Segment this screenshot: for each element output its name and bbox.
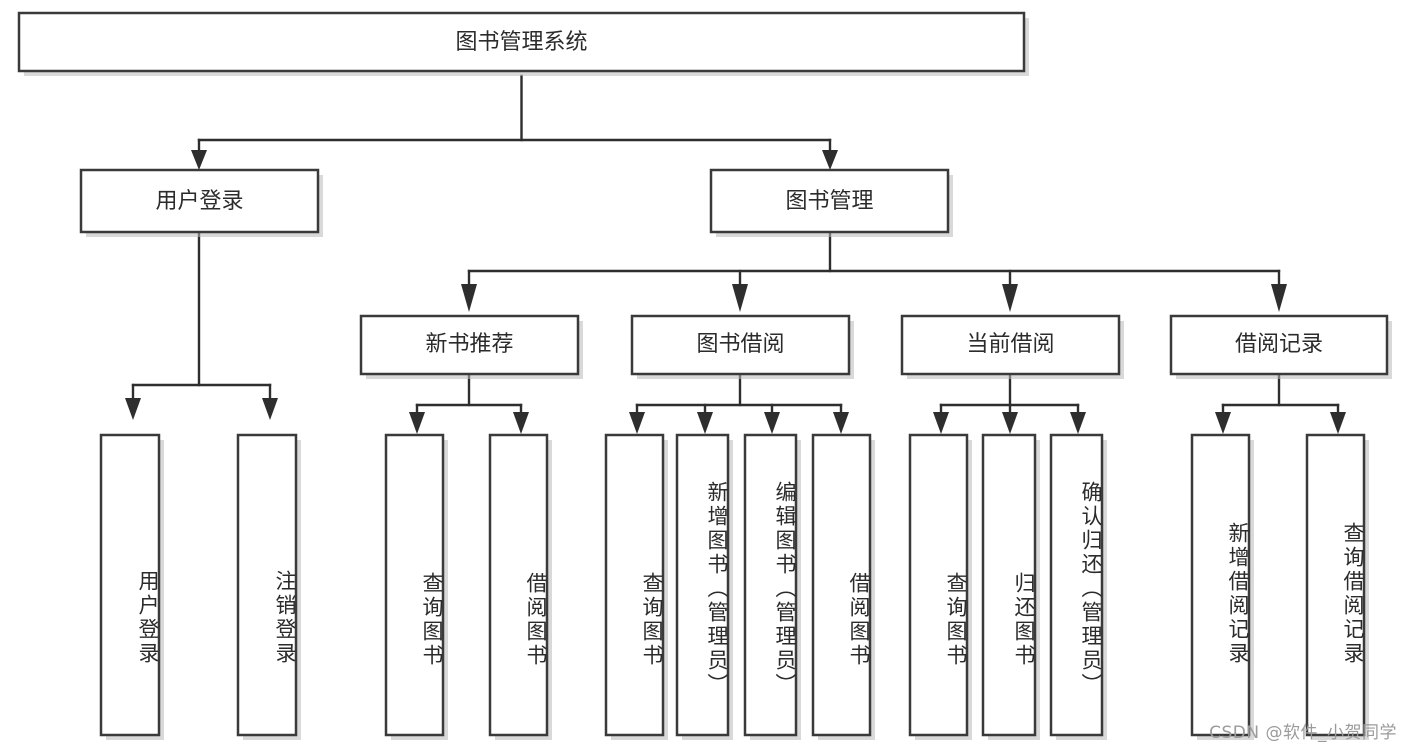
node-borrow-record[interactable]: 借阅记录	[1169, 314, 1392, 379]
leaf10-box[interactable]	[981, 433, 1037, 737]
user-login-label: 用户登录	[155, 189, 243, 214]
leaf11-box[interactable]	[1049, 433, 1104, 737]
leaf13-box[interactable]	[1305, 433, 1366, 737]
node-book-borrow[interactable]: 图书借阅	[630, 314, 854, 379]
node-root[interactable]: 图书管理系统	[17, 11, 1029, 76]
leaf2-box[interactable]	[236, 433, 298, 737]
arrow-leaf-add-record	[1215, 412, 1231, 434]
arrow-book-borrow	[732, 284, 748, 312]
node-leaf-query-record[interactable]	[1305, 433, 1369, 740]
arrow-book-manage	[822, 150, 838, 170]
node-leaf-confirm-return[interactable]	[1049, 433, 1107, 740]
arrow-leaf-borrow-book-2	[833, 412, 849, 434]
node-leaf-add-book[interactable]	[675, 433, 733, 740]
root-box[interactable]	[17, 11, 1026, 73]
arrow-leaf-confirm-return	[1070, 412, 1086, 434]
arrow-leaf-edit-book	[764, 412, 780, 434]
arrow-leaf-return-book	[1002, 412, 1018, 434]
arrow-leaf-borrow-book-1	[513, 412, 529, 434]
csdn-watermark: CSDN @软件_小贺同学	[1209, 723, 1397, 743]
arrow-current-borrow	[1002, 284, 1018, 312]
arrow-user-login	[191, 150, 207, 170]
node-leaf-logout-login[interactable]	[236, 433, 301, 740]
node-leaf-add-record[interactable]	[1190, 433, 1254, 740]
bb-label: 图书借阅	[696, 332, 784, 357]
arrow-leaf-query-book-3	[933, 412, 949, 434]
leaf7-box[interactable]	[743, 433, 798, 737]
node-user-login[interactable]: 用户登录	[79, 168, 323, 237]
nbr-box[interactable]	[359, 314, 580, 376]
arrow-borrow-record	[1271, 284, 1287, 312]
node-current-borrow[interactable]: 当前借阅	[900, 314, 1124, 379]
arrow-leaf-query-record	[1330, 412, 1346, 434]
bb-box[interactable]	[630, 314, 851, 376]
leaf4-box[interactable]	[488, 433, 549, 737]
leaf6-box[interactable]	[675, 433, 730, 737]
root-label: 图书管理系统	[455, 30, 587, 55]
node-leaf-edit-book[interactable]	[743, 433, 801, 740]
edge-layer	[125, 74, 1346, 434]
leaf8-box[interactable]	[811, 433, 872, 737]
node-leaf-borrow-book-2[interactable]	[811, 433, 875, 740]
leaf1-box[interactable]	[99, 433, 161, 737]
node-leaf-user-login[interactable]	[99, 433, 164, 740]
node-new-book-recommend[interactable]: 新书推荐	[359, 314, 583, 379]
node-leaf-query-book-3[interactable]	[908, 433, 972, 740]
node-leaf-query-book-2[interactable]	[604, 433, 668, 740]
arrow-leaf-add-book	[697, 412, 713, 434]
cb-box[interactable]	[900, 314, 1121, 376]
arrow-leaf-query-book-2	[629, 412, 645, 434]
arrow-new-book-recommend	[461, 284, 477, 312]
leaf5-box[interactable]	[604, 433, 665, 737]
nbr-label: 新书推荐	[425, 332, 513, 357]
arrow-leaf-query-book-1	[409, 412, 425, 434]
node-book-manage[interactable]: 图书管理	[709, 168, 953, 237]
leaf3-box[interactable]	[384, 433, 445, 737]
node-leaf-borrow-book-1[interactable]	[488, 433, 552, 740]
leaf12-box[interactable]	[1190, 433, 1251, 737]
book-manage-box[interactable]	[709, 168, 950, 234]
arrow-leaf-user-login	[125, 398, 141, 420]
arrow-leaf-logout-login	[262, 398, 278, 420]
node-leaf-return-book[interactable]	[981, 433, 1040, 740]
user-login-box[interactable]	[79, 168, 320, 234]
br-label: 借阅记录	[1235, 332, 1323, 357]
cb-label: 当前借阅	[966, 332, 1054, 357]
leaf9-box[interactable]	[908, 433, 969, 737]
node-leaf-query-book-1[interactable]	[384, 433, 448, 740]
book-manage-label: 图书管理	[785, 189, 873, 214]
br-box[interactable]	[1169, 314, 1389, 376]
